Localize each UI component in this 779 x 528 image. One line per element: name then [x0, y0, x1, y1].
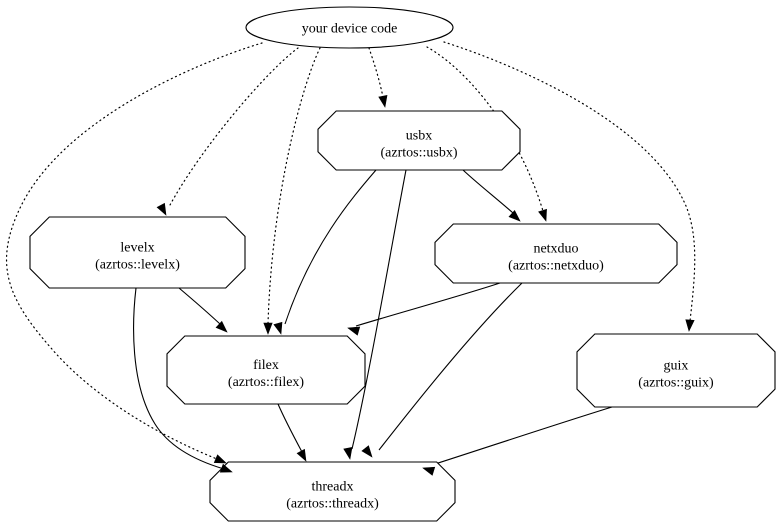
- node-usbx[interactable]: usbx(azrtos::usbx): [317, 110, 521, 171]
- node-sublabel-threadx: (azrtos::threadx): [286, 497, 379, 512]
- node-filex[interactable]: filex(azrtos::filex): [166, 335, 366, 405]
- arrowhead-device-to-filex: [263, 322, 273, 335]
- edge-device-to-netxduo: [426, 46, 544, 212]
- edge-netxduo-to-filex: [355, 282, 501, 327]
- node-sublabel-filex: (azrtos::filex): [228, 375, 305, 390]
- node-guix[interactable]: guix(azrtos::guix): [576, 333, 776, 408]
- edge-guix-to-threadx: [431, 406, 613, 466]
- arrowhead-levelx-to-filex: [215, 320, 228, 333]
- node-layer: your device codeusbx(azrtos::usbx)levelx…: [29, 6, 776, 522]
- edge-levelx-to-threadx: [133, 287, 225, 470]
- node-device[interactable]: your device code: [245, 6, 454, 49]
- edge-usbx-to-threadx: [351, 169, 407, 450]
- edge-usbx-to-filex: [284, 169, 377, 325]
- node-label-filex: filex: [253, 358, 279, 373]
- arrowhead-netxduo-to-threadx: [361, 445, 373, 458]
- node-sublabel-guix: (azrtos::guix): [638, 376, 714, 391]
- edge-device-to-levelx: [169, 47, 299, 206]
- node-sublabel-usbx: (azrtos::usbx): [381, 146, 458, 161]
- node-label-threadx: threadx: [312, 480, 354, 495]
- node-shape-usbx: [317, 110, 521, 171]
- arrowhead-levelx-to-threadx: [219, 463, 233, 473]
- node-label-usbx: usbx: [406, 129, 432, 144]
- arrowhead-device-to-guix: [685, 319, 695, 332]
- node-shape-filex: [166, 335, 366, 405]
- edge-filex-to-threadx: [277, 403, 303, 453]
- arrowhead-device-to-netxduo: [538, 208, 547, 222]
- arrowhead-usbx-to-filex: [273, 321, 283, 335]
- arrowhead-device-to-levelx: [156, 202, 167, 216]
- node-shape-threadx: [209, 461, 456, 522]
- node-netxduo[interactable]: netxduo(azrtos::netxduo): [434, 223, 678, 284]
- arrowhead-usbx-to-threadx: [343, 447, 353, 460]
- edge-usbx-to-netxduo: [462, 169, 514, 214]
- node-levelx[interactable]: levelx(azrtos::levelx): [29, 216, 246, 289]
- node-sublabel-netxduo: (azrtos::netxduo): [508, 259, 604, 274]
- node-shape-guix: [576, 333, 776, 408]
- node-shape-device: [245, 6, 454, 49]
- node-label-device: your device code: [302, 22, 398, 37]
- node-threadx[interactable]: threadx(azrtos::threadx): [209, 461, 456, 522]
- edge-levelx-to-filex: [178, 287, 221, 325]
- node-sublabel-levelx: (azrtos::levelx): [95, 258, 180, 273]
- arrowhead-guix-to-threadx: [422, 466, 436, 476]
- arrowhead-filex-to-threadx: [296, 448, 307, 462]
- edge-device-to-filex: [267, 47, 321, 325]
- arrowhead-netxduo-to-filex: [347, 326, 361, 336]
- edge-netxduo-to-threadx: [378, 282, 523, 451]
- edge-device-to-usbx: [368, 47, 384, 98]
- edge-layer: [6, 41, 696, 470]
- edge-device-to-threadx: [6, 42, 263, 460]
- arrow-layer: [156, 95, 695, 476]
- arrowhead-usbx-to-netxduo: [508, 209, 521, 222]
- node-shape-levelx: [29, 216, 246, 289]
- node-shape-netxduo: [434, 223, 678, 284]
- arrowhead-device-to-usbx: [378, 95, 388, 108]
- edge-device-to-guix: [443, 41, 696, 322]
- node-label-levelx: levelx: [120, 241, 154, 256]
- arrowhead-device-to-threadx: [213, 454, 227, 464]
- node-label-netxduo: netxduo: [533, 242, 578, 257]
- node-label-guix: guix: [664, 359, 689, 374]
